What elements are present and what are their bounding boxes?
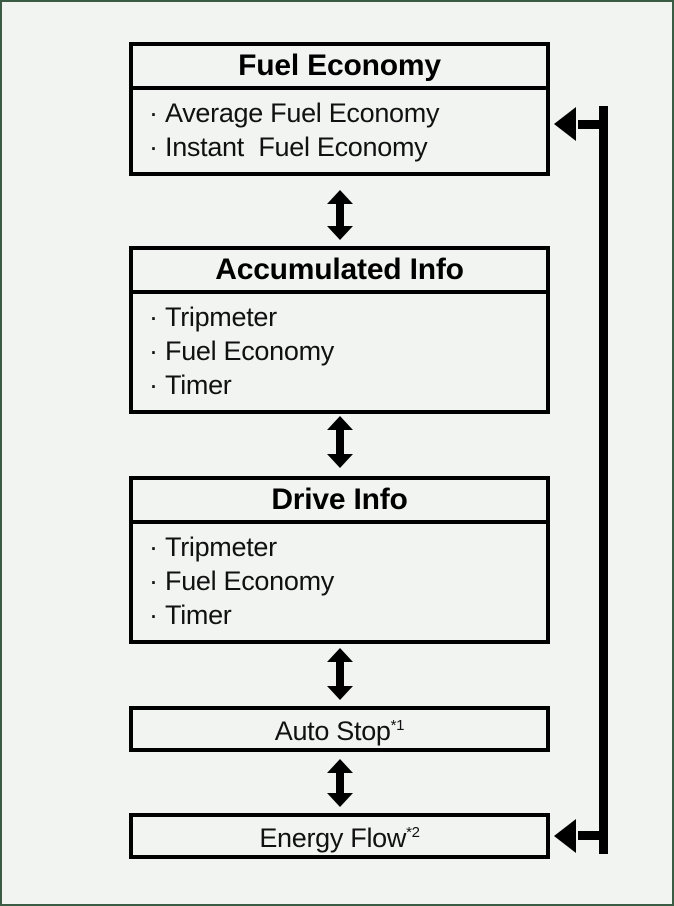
node-energy-flow[interactable]: Energy Flow*2 bbox=[129, 813, 550, 859]
node-auto-stop-text: Auto Stop bbox=[274, 716, 391, 746]
loop-top-horizontal-line bbox=[578, 120, 608, 129]
node-accumulated-info[interactable]: Accumulated Info ·Tripmeter ·Fuel Econom… bbox=[129, 246, 550, 414]
node-accumulated-info-title: Accumulated Info bbox=[133, 250, 546, 294]
footnote-marker: *2 bbox=[406, 824, 420, 841]
bullet-icon: · bbox=[149, 370, 158, 400]
bullet-icon: · bbox=[149, 132, 158, 162]
list-item-label: Instant Fuel Economy bbox=[165, 132, 428, 162]
loop-vertical-line bbox=[599, 106, 608, 854]
bullet-icon: · bbox=[149, 566, 158, 596]
node-accumulated-info-body: ·Tripmeter ·Fuel Economy ·Timer bbox=[133, 294, 546, 410]
node-fuel-economy-body: ·Average Fuel Economy ·Instant Fuel Econ… bbox=[133, 90, 546, 172]
arrow-up-icon bbox=[327, 416, 353, 430]
connector-loop-energy-flow-to-fuel-economy bbox=[554, 106, 608, 854]
list-item: ·Average Fuel Economy bbox=[149, 96, 546, 130]
node-energy-flow-text: Energy Flow bbox=[259, 823, 407, 853]
list-item: ·Tripmeter bbox=[149, 300, 546, 334]
bullet-icon: · bbox=[149, 336, 158, 366]
list-item-label: Average Fuel Economy bbox=[165, 98, 440, 128]
connector-drive-info-auto-stop bbox=[327, 648, 353, 700]
arrow-up-icon bbox=[327, 759, 353, 773]
arrow-shaft bbox=[336, 770, 344, 796]
arrow-down-icon bbox=[327, 454, 353, 468]
connector-fuel-economy-accumulated-info bbox=[327, 190, 353, 240]
list-item-label: Fuel Economy bbox=[165, 336, 334, 366]
node-fuel-economy[interactable]: Fuel Economy ·Average Fuel Economy ·Inst… bbox=[129, 42, 550, 176]
node-drive-info-title: Drive Info bbox=[133, 480, 546, 524]
connector-accumulated-info-drive-info bbox=[327, 416, 353, 468]
list-item: ·Timer bbox=[149, 368, 546, 402]
list-item-label: Fuel Economy bbox=[165, 566, 334, 596]
bullet-icon: · bbox=[149, 302, 158, 332]
bullet-icon: · bbox=[149, 532, 158, 562]
arrow-down-icon bbox=[327, 226, 353, 240]
connector-auto-stop-energy-flow bbox=[327, 759, 353, 807]
node-drive-info-body: ·Tripmeter ·Fuel Economy ·Timer bbox=[133, 524, 546, 640]
list-item: ·Timer bbox=[149, 598, 546, 632]
list-item-label: Timer bbox=[165, 370, 232, 400]
list-item-label: Tripmeter bbox=[165, 302, 277, 332]
bullet-icon: · bbox=[149, 600, 158, 630]
node-auto-stop-label: Auto Stop*1 bbox=[133, 710, 546, 752]
arrow-left-icon bbox=[554, 107, 576, 141]
list-item-label: Tripmeter bbox=[165, 532, 277, 562]
arrow-up-icon bbox=[327, 648, 353, 662]
arrow-left-icon bbox=[554, 819, 576, 853]
arrow-down-icon bbox=[327, 793, 353, 807]
node-auto-stop[interactable]: Auto Stop*1 bbox=[129, 706, 550, 752]
loop-bottom-horizontal-line bbox=[578, 831, 608, 840]
node-fuel-economy-title: Fuel Economy bbox=[133, 46, 546, 90]
arrow-shaft bbox=[336, 427, 344, 457]
bullet-icon: · bbox=[149, 98, 158, 128]
arrow-shaft bbox=[336, 659, 344, 689]
list-item: ·Fuel Economy bbox=[149, 334, 546, 368]
list-item: ·Instant Fuel Economy bbox=[149, 130, 546, 164]
footnote-marker: *1 bbox=[390, 717, 405, 734]
arrow-shaft bbox=[336, 201, 344, 229]
list-item: ·Fuel Economy bbox=[149, 564, 546, 598]
node-drive-info[interactable]: Drive Info ·Tripmeter ·Fuel Economy ·Tim… bbox=[129, 476, 550, 644]
arrow-down-icon bbox=[327, 686, 353, 700]
arrow-up-icon bbox=[327, 190, 353, 204]
list-item: ·Tripmeter bbox=[149, 530, 546, 564]
list-item-label: Timer bbox=[165, 600, 232, 630]
node-energy-flow-label: Energy Flow*2 bbox=[133, 817, 546, 859]
